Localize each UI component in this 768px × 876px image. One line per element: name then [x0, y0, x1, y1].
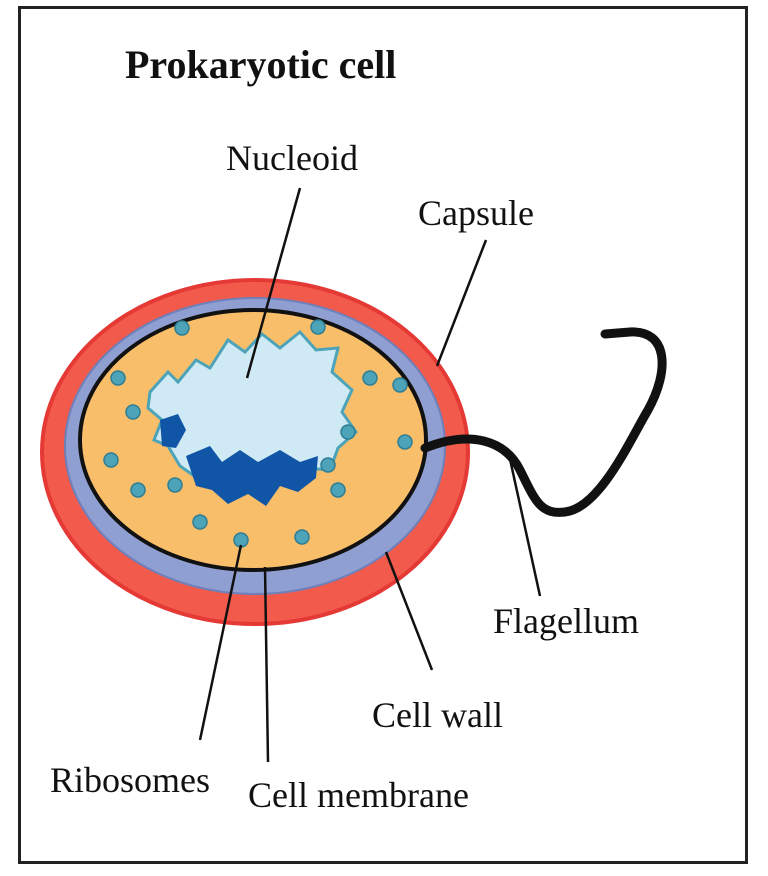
- nucleoid-label: Nucleoid: [226, 138, 358, 178]
- flagellum-label: Flagellum: [493, 601, 639, 641]
- cell-wall-label: Cell wall: [372, 695, 503, 735]
- diagram-title: Prokaryotic cell: [125, 42, 396, 87]
- capsule-leader: [437, 240, 486, 366]
- ribosomes-label: Ribosomes: [50, 760, 210, 800]
- cell-membrane-label: Cell membrane: [248, 775, 469, 815]
- capsule-label: Capsule: [418, 193, 534, 233]
